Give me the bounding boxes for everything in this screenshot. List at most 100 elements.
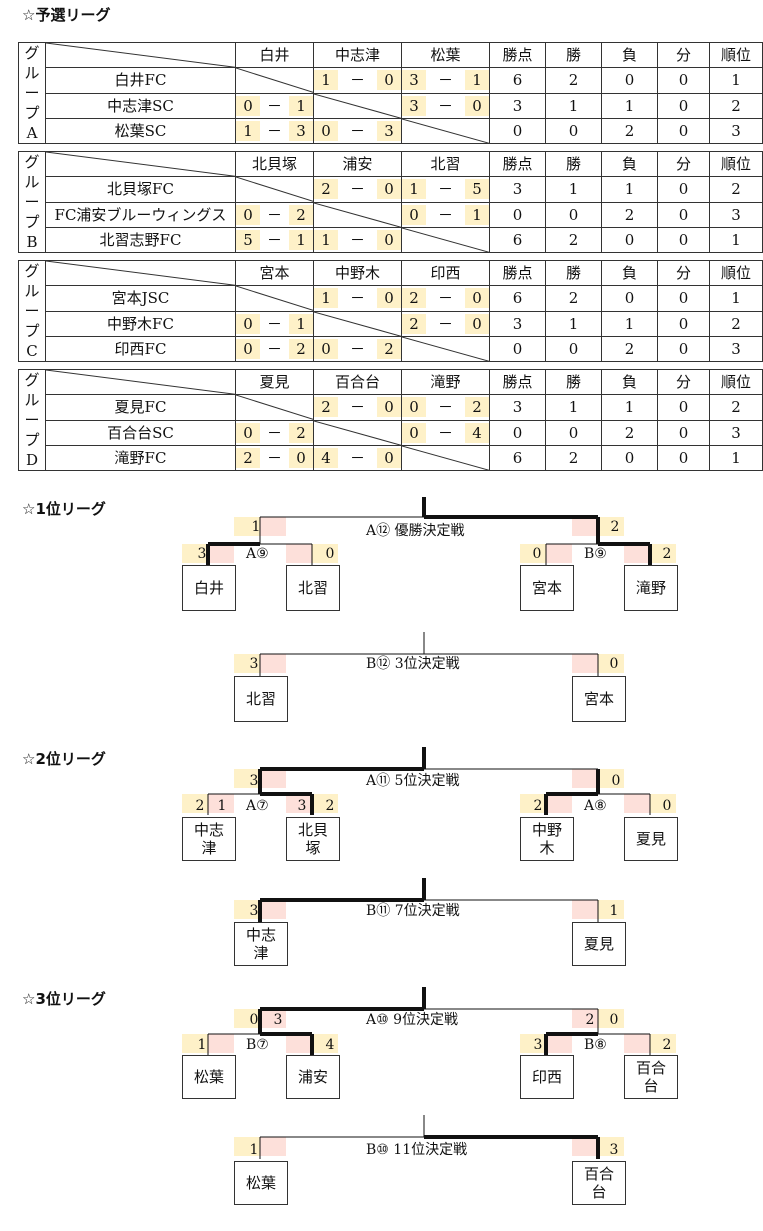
group-label-char: プ: [24, 431, 40, 449]
self-match-cell: [235, 67, 314, 94]
stat-l: 0: [601, 226, 658, 254]
team-box: 中志津: [182, 817, 236, 861]
stat-pts: 3: [489, 176, 546, 203]
team-box: 百合台: [572, 1161, 626, 1205]
team-name: 白井FC: [45, 67, 236, 94]
stat-d: 0: [657, 310, 710, 337]
team-box: 宮本: [572, 676, 626, 722]
score-against: 1: [289, 229, 313, 250]
qualifier-league-heading: ☆予選リーグ: [22, 6, 111, 24]
score-dash: －: [437, 96, 453, 115]
match-score: 1－0: [313, 67, 402, 94]
second-left-score2a: 3: [297, 798, 307, 814]
match-score: 0－1: [235, 310, 314, 337]
column-header-wins: 勝: [545, 41, 602, 69]
stat-rank: 2: [709, 310, 763, 337]
stat-l: 2: [601, 117, 658, 145]
third-ninth-right-total-a: 2: [585, 1012, 595, 1028]
score-for: 0: [236, 338, 260, 359]
first-final-lines: [182, 497, 676, 565]
score-dash: －: [437, 205, 453, 224]
team-box: 宮本: [520, 565, 574, 611]
column-header-rank: 順位: [709, 368, 763, 396]
second-left-score1a: 2: [195, 798, 205, 814]
header-diagonal-cell: [45, 150, 236, 178]
score-dash: －: [437, 289, 453, 308]
score-for: 0: [236, 95, 260, 116]
first-final-title: A⑫ 優勝決定戦: [366, 523, 465, 539]
self-match-cell: [313, 310, 402, 337]
self-match-cell: [313, 201, 402, 228]
group-label-char: ル: [24, 282, 40, 300]
third-league-heading: ☆3位リーグ: [22, 990, 106, 1008]
second-left-score2b: 2: [325, 798, 335, 814]
score-dash: －: [437, 314, 453, 333]
stat-w: 2: [545, 67, 602, 94]
self-match-cell: [401, 335, 490, 363]
stat-w: 1: [545, 310, 602, 337]
third-left-match-label: B⑦: [246, 1037, 269, 1053]
stat-d: 0: [657, 335, 710, 363]
second-league-heading: ☆2位リーグ: [22, 750, 106, 768]
second-fifth-left-total: 3: [249, 773, 259, 789]
second-seventh-lines: [234, 878, 624, 922]
group-label-char: グ: [24, 371, 40, 389]
score-against: 0: [465, 288, 489, 309]
stat-d: 0: [657, 117, 710, 145]
group-label-char: ル: [24, 173, 40, 191]
score-dash: －: [437, 71, 453, 90]
self-match-cell: [401, 117, 490, 145]
group-label-char: A: [26, 124, 38, 142]
header-diagonal-cell: [45, 259, 236, 287]
stat-pts: 6: [489, 444, 546, 472]
column-header-rank: 順位: [709, 41, 763, 69]
stat-pts: 0: [489, 117, 546, 145]
stat-d: 0: [657, 67, 710, 94]
team-name: 宮本JSC: [45, 285, 236, 312]
score-against: 1: [289, 313, 313, 334]
column-header-rank: 順位: [709, 259, 763, 287]
first-third-score1: 3: [249, 656, 259, 672]
stat-l: 0: [601, 67, 658, 94]
stat-w: 2: [545, 226, 602, 254]
self-match-cell: [235, 176, 314, 203]
column-header-rank: 順位: [709, 150, 763, 178]
match-score: 0－4: [401, 419, 490, 446]
match-score: 0－2: [235, 201, 314, 228]
score-dash: －: [266, 121, 282, 140]
score-for: 2: [402, 288, 426, 309]
match-score: 0－1: [235, 92, 314, 119]
column-header-losses: 負: [601, 259, 658, 287]
team-box: 松葉: [234, 1161, 288, 1205]
match-score: 1－0: [313, 285, 402, 312]
team-box: 夏見: [572, 922, 626, 966]
team-box: 中野木: [520, 817, 574, 861]
opponent-header: 松葉: [401, 41, 490, 69]
score-dash: －: [349, 339, 365, 358]
score-against: 0: [377, 288, 401, 309]
stat-pts: 0: [489, 335, 546, 363]
group-label-char: ー: [24, 411, 40, 429]
match-score: 4－0: [313, 444, 402, 472]
score-for: 0: [236, 313, 260, 334]
opponent-header: 宮本: [235, 259, 314, 287]
stat-w: 0: [545, 335, 602, 363]
opponent-header: 白井: [235, 41, 314, 69]
first-third-lines: [234, 632, 624, 676]
group-label-char: ー: [24, 302, 40, 320]
stat-rank: 3: [709, 419, 763, 446]
match-score: 2－0: [401, 310, 490, 337]
stat-d: 0: [657, 285, 710, 312]
column-header-draws: 分: [657, 368, 710, 396]
match-score: 1－3: [235, 117, 314, 145]
stat-d: 0: [657, 226, 710, 254]
score-dash: －: [349, 71, 365, 90]
team-name: 印西FC: [45, 335, 236, 363]
